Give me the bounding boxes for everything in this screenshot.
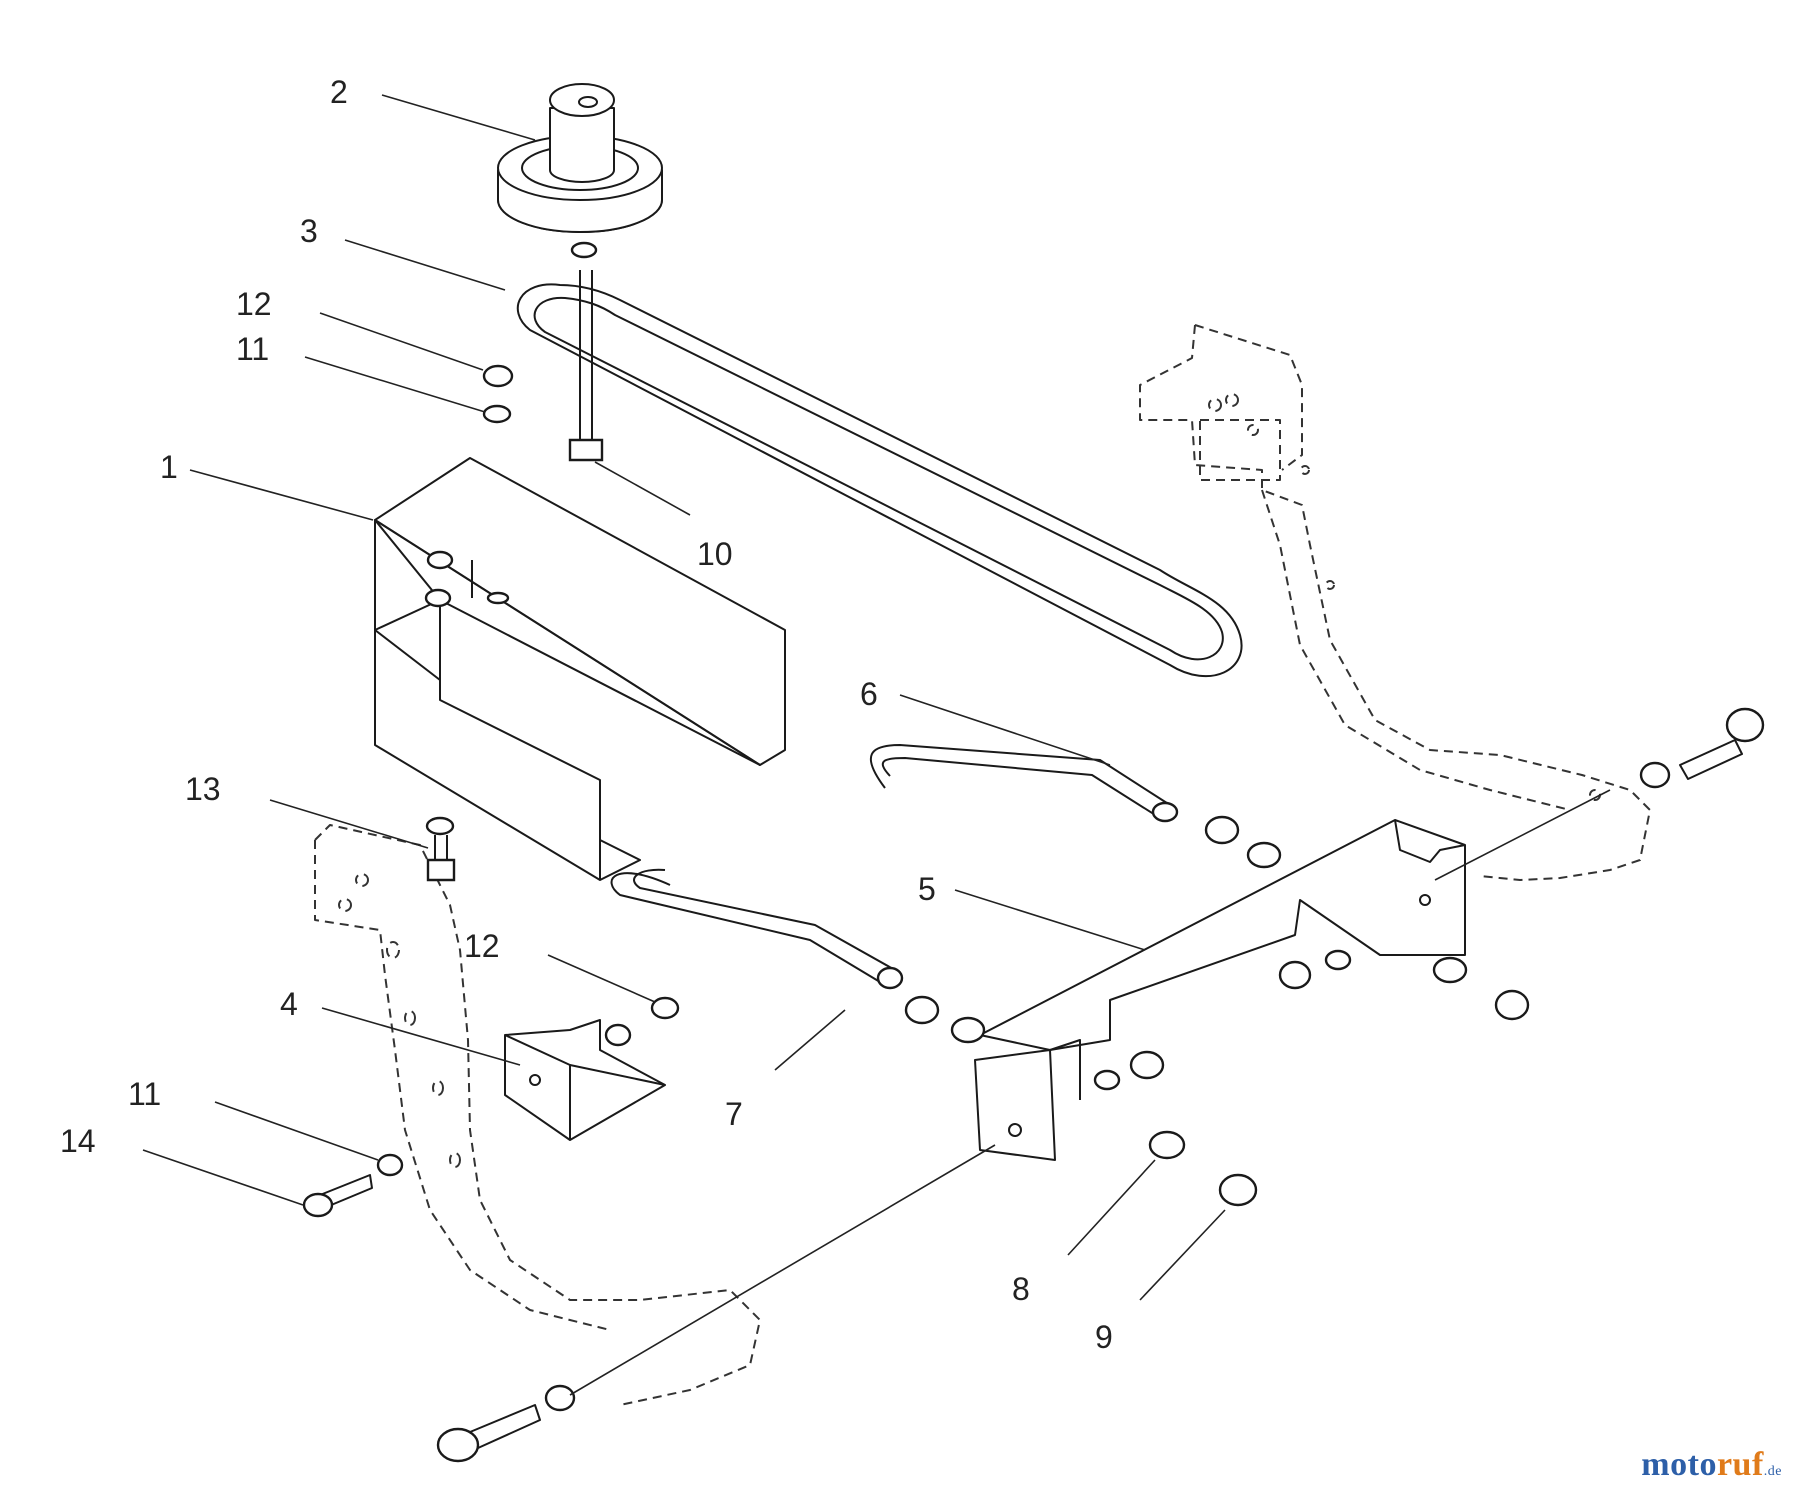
- nut-rod6: [1204, 815, 1240, 845]
- part-labels: 2 3 12 11 1 10 6 13 5 12 4 11 14 7 8 9: [60, 74, 1113, 1355]
- label-part-4: 4: [280, 986, 298, 1022]
- pulley-washer: [570, 241, 598, 259]
- bolt-lower: [436, 1384, 576, 1463]
- label-part-12-upper: 12: [236, 286, 272, 322]
- nut-12-lower: [650, 996, 680, 1020]
- v-belt: [516, 283, 1243, 678]
- label-part-2: 2: [330, 74, 348, 110]
- label-part-10: 10: [697, 536, 733, 572]
- frame-left-dashed: [314, 824, 761, 1406]
- bolt-right-upper: [1639, 707, 1765, 789]
- nut-rod7: [904, 995, 940, 1025]
- bolt-14: [302, 1153, 404, 1218]
- rod-lower: [610, 868, 904, 990]
- watermark-part2: ruf: [1716, 1446, 1764, 1483]
- washer-center-a: [1093, 1069, 1121, 1091]
- label-part-6: 6: [860, 676, 878, 712]
- washer-right-a: [1324, 949, 1352, 971]
- rod-upper: [869, 744, 1179, 823]
- washer-8: [1148, 1130, 1186, 1160]
- label-part-12-lower: 12: [464, 928, 500, 964]
- label-part-11-lower: 11: [128, 1076, 161, 1112]
- label-part-9: 9: [1095, 1319, 1113, 1355]
- washer-rod6: [1246, 841, 1282, 869]
- frame-right-dashed: [1139, 324, 1651, 881]
- nut-right-b: [1494, 989, 1530, 1021]
- label-part-5: 5: [918, 871, 936, 907]
- washer-right-b: [1432, 956, 1468, 984]
- leader-lines: [142, 94, 1611, 1396]
- washer-rod7: [950, 1016, 986, 1044]
- upper-nut: [482, 364, 514, 388]
- label-part-11-upper: 11: [236, 331, 269, 367]
- label-part-8: 8: [1012, 1271, 1030, 1307]
- label-part-7: 7: [725, 1096, 743, 1132]
- label-part-13: 13: [185, 771, 221, 807]
- guard-hole: [486, 591, 510, 605]
- upper-washer: [482, 404, 512, 424]
- label-part-3: 3: [300, 213, 318, 249]
- label-part-1: 1: [160, 449, 178, 485]
- small-bracket: [504, 1019, 666, 1141]
- nut-center-a: [1129, 1050, 1165, 1080]
- watermark-part3: .de: [1763, 1464, 1782, 1479]
- pulley: [497, 83, 663, 233]
- watermark-part1: moto: [1641, 1446, 1717, 1483]
- label-part-14: 14: [60, 1123, 96, 1159]
- belt-guard: [374, 457, 786, 881]
- guard-washer: [424, 588, 452, 608]
- nut-9: [1218, 1173, 1258, 1207]
- washer-lower: [604, 1023, 632, 1047]
- bracket: [974, 819, 1466, 1161]
- watermark-logo: motoruf.de: [1641, 1446, 1782, 1484]
- nut-right-a: [1278, 960, 1312, 990]
- guard-bolt: [425, 816, 456, 882]
- guard-nut-top: [426, 550, 454, 570]
